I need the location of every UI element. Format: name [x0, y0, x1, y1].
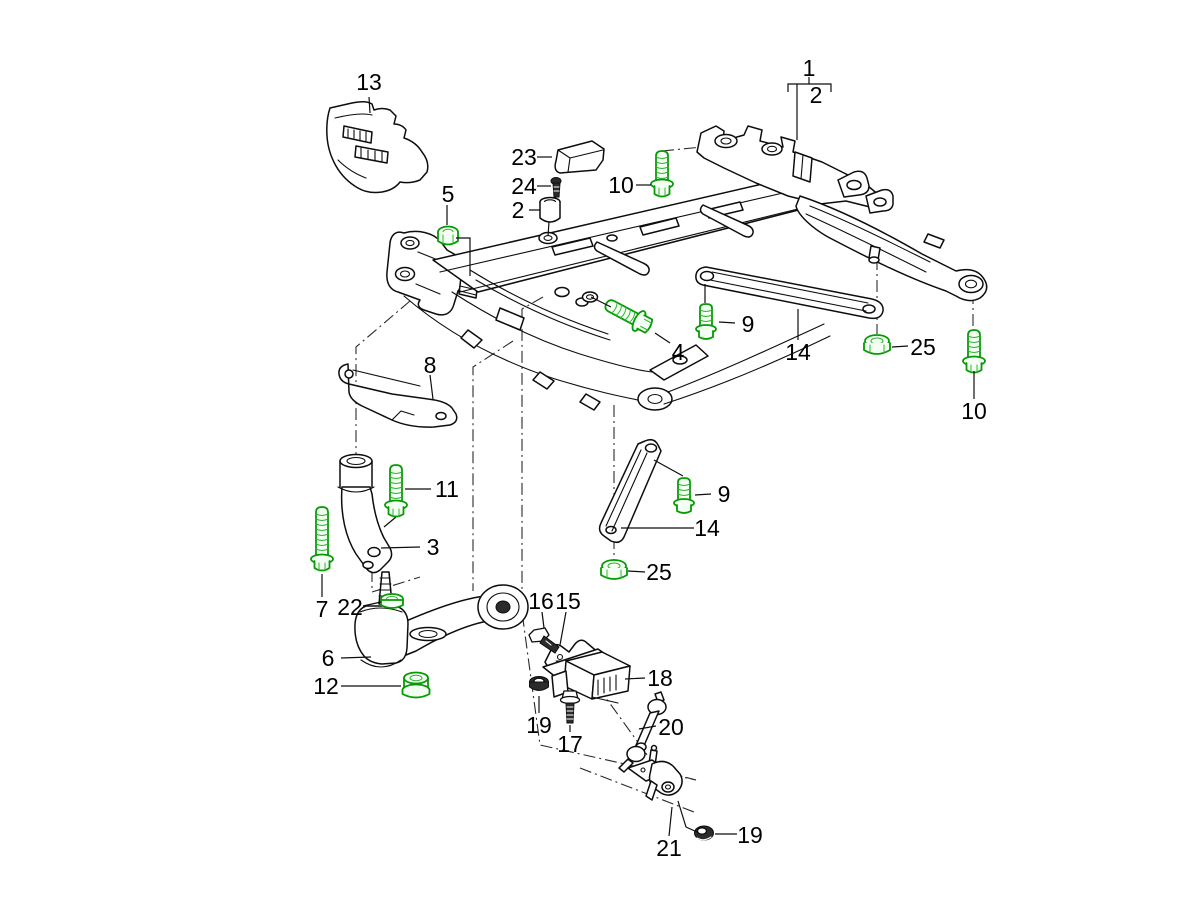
callout-11: 11 — [435, 476, 459, 502]
callout-16: 16 — [528, 588, 554, 614]
nut-25-right — [863, 334, 891, 355]
reinforcement-bar-upper — [695, 266, 884, 320]
bolt-10-right — [962, 329, 986, 374]
callout-19-left: 19 — [526, 712, 552, 738]
screw-17 — [559, 690, 581, 724]
callout-10-left: 10 — [608, 172, 634, 198]
support-arm — [338, 363, 458, 428]
callout-10-right: 10 — [961, 398, 987, 424]
retainer-bracket — [554, 140, 605, 174]
callout-2-bushing: 2 — [512, 197, 525, 223]
callout-labels: 13 5 23 24 2 10 1 2 4 9 14 25 10 8 11 3 … — [313, 55, 987, 861]
callout-9-upper: 9 — [742, 311, 755, 337]
reinforcement-bar-lower — [598, 438, 662, 544]
screw-16 — [528, 627, 560, 654]
callout-21: 21 — [656, 835, 682, 861]
callout-23: 23 — [511, 144, 537, 170]
spacer-bushing — [539, 196, 561, 223]
mount-link — [337, 453, 393, 574]
nut-19-right — [694, 825, 714, 841]
bolt-9-upper — [695, 303, 717, 340]
callout-4: 4 — [672, 339, 685, 365]
callout-12: 12 — [313, 673, 339, 699]
callout-15: 15 — [555, 588, 581, 614]
callout-20: 20 — [658, 714, 684, 740]
subframe-crossmember — [386, 125, 988, 411]
nut-25-center — [600, 559, 628, 580]
callout-7: 7 — [316, 596, 329, 622]
callout-25-center: 25 — [646, 559, 672, 585]
bolt-10-left — [650, 150, 674, 198]
callout-9-lower: 9 — [718, 481, 731, 507]
heat-shield — [326, 100, 429, 194]
control-arm — [354, 571, 529, 668]
callout-5: 5 — [442, 181, 455, 207]
callout-6: 6 — [322, 645, 335, 671]
bolt-11 — [384, 464, 408, 518]
callout-13: 13 — [356, 69, 382, 95]
nut-22 — [380, 593, 404, 609]
callout-25-right: 25 — [910, 334, 936, 360]
stabilizer-link — [618, 691, 667, 773]
level-sensor — [542, 648, 631, 704]
callout-24: 24 — [511, 173, 537, 199]
callout-22: 22 — [337, 594, 363, 620]
callout-14-lower: 14 — [694, 515, 720, 541]
bolt-7 — [310, 506, 334, 572]
callout-18: 18 — [647, 665, 673, 691]
nut-19-left — [529, 676, 549, 691]
screw-24 — [550, 177, 562, 198]
callout-8: 8 — [424, 352, 437, 378]
callout-2-group: 2 — [810, 82, 823, 108]
callout-19-right: 19 — [737, 822, 763, 848]
callout-1: 1 — [803, 55, 816, 81]
callout-14-upper: 14 — [785, 339, 811, 365]
nut-5 — [437, 225, 459, 246]
callout-17: 17 — [557, 731, 583, 757]
bolt-9-lower — [673, 477, 695, 514]
nut-12 — [401, 671, 431, 699]
callout-3: 3 — [427, 534, 440, 560]
leader-lines — [321, 77, 975, 837]
clamp-bracket — [627, 744, 683, 801]
bolt-4 — [604, 299, 654, 334]
